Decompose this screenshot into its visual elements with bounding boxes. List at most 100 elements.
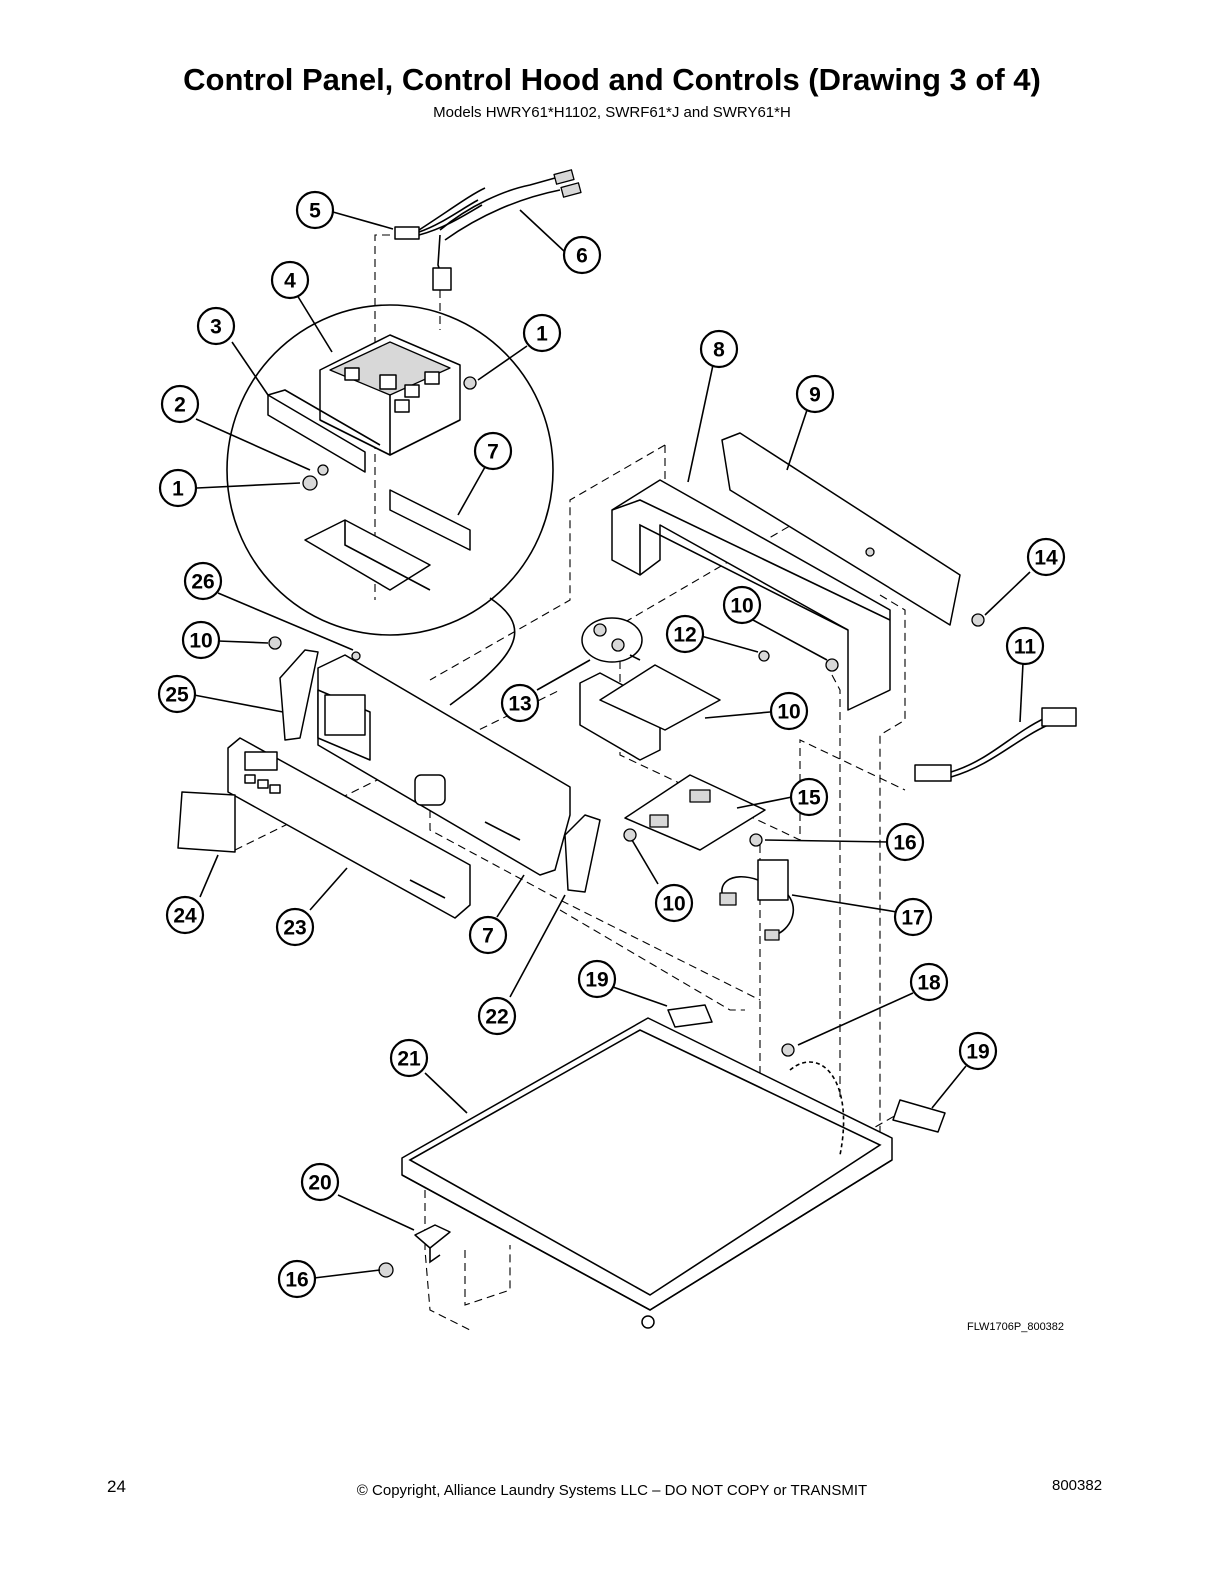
callout-4: 4 [270, 260, 310, 300]
callout-16: 16 [885, 822, 925, 862]
callout-number: 18 [917, 972, 941, 995]
callout-number: 3 [210, 316, 222, 339]
callout-9: 9 [795, 374, 835, 414]
callout-circle [165, 895, 205, 935]
callout-circle [158, 468, 198, 508]
callout-18: 18 [909, 962, 949, 1002]
callout-number: 12 [673, 624, 696, 647]
callout-number: 24 [173, 905, 197, 928]
page-subtitle: Models HWRY61*H1102, SWRF61*J and SWRY61… [433, 104, 791, 121]
callout-10: 10 [181, 620, 221, 660]
callout-circle [270, 260, 310, 300]
callout-number: 16 [285, 1269, 308, 1292]
callout-12: 12 [665, 614, 705, 654]
callout-number: 7 [487, 441, 499, 464]
control-panel-overlay [227, 737, 471, 919]
end-cap-right [564, 814, 601, 893]
callout-23: 23 [275, 907, 315, 947]
detail-screws [302, 376, 477, 491]
callout-2: 2 [160, 384, 200, 424]
callout-number: 1 [172, 478, 184, 501]
callout-number: 10 [189, 630, 212, 653]
callout-circle [665, 614, 705, 654]
callout-circle [300, 1162, 340, 1202]
callout-24: 24 [165, 895, 205, 935]
document-number: 800382 [1052, 1477, 1103, 1494]
transformer [719, 859, 794, 941]
callout-number: 11 [1014, 636, 1037, 659]
callout-number: 20 [308, 1172, 331, 1195]
callout-circle [160, 384, 200, 424]
screws [268, 613, 985, 1278]
control-hood [611, 479, 891, 711]
callout-circle [562, 235, 602, 275]
callout-number: 22 [485, 1006, 508, 1029]
selector-switch [581, 617, 643, 663]
callout-number: 1 [536, 323, 548, 346]
callout-number: 10 [730, 595, 753, 618]
callout-circle [295, 190, 335, 230]
callout-number: 10 [777, 701, 800, 724]
callout-19: 19 [958, 1031, 998, 1071]
callout-5: 5 [295, 190, 335, 230]
callout-circle [275, 907, 315, 947]
callout-circle [1026, 537, 1066, 577]
callout-3: 3 [196, 306, 236, 346]
callout-circle [468, 915, 508, 955]
callout-10: 10 [722, 585, 762, 625]
callout-number: 5 [309, 200, 321, 223]
callout-circle [183, 561, 223, 601]
bracket-7-detail [304, 489, 471, 591]
callout-circle [522, 313, 562, 353]
callout-circle [909, 962, 949, 1002]
callout-7: 7 [473, 431, 513, 471]
callout-circle [477, 996, 517, 1036]
callout-8: 8 [699, 329, 739, 369]
callout-26: 26 [183, 561, 223, 601]
callout-16: 16 [277, 1259, 317, 1299]
callout-circle [958, 1031, 998, 1071]
callout-leaders [193, 209, 1031, 1279]
callout-circle [389, 1038, 429, 1078]
callout-number: 14 [1034, 547, 1058, 570]
callout-circle [157, 674, 197, 714]
label-19 [667, 1004, 946, 1133]
control-console-panel [317, 651, 571, 876]
callout-circle [795, 374, 835, 414]
callout-10: 10 [769, 691, 809, 731]
callout-circle [196, 306, 236, 346]
callout-number: 2 [174, 394, 186, 417]
callout-number: 19 [585, 969, 608, 992]
callout-10: 10 [654, 883, 694, 923]
callout-15: 15 [789, 777, 829, 817]
callout-circle [181, 620, 221, 660]
callout-number: 15 [797, 787, 821, 810]
callout-number: 6 [576, 245, 588, 268]
callout-number: 17 [901, 907, 924, 930]
end-cap-left [279, 649, 319, 741]
detail-circle [226, 304, 554, 706]
hinge-bracket [414, 1224, 451, 1264]
callout-circle [1005, 626, 1045, 666]
callout-22: 22 [477, 996, 517, 1036]
callout-13: 13 [500, 683, 540, 723]
callout-circle [789, 777, 829, 817]
callout-number: 25 [165, 684, 189, 707]
callout-number: 7 [482, 925, 494, 948]
callout-number: 26 [191, 571, 214, 594]
cabinet-top [401, 1017, 893, 1329]
callout-25: 25 [157, 674, 197, 714]
callout-21: 21 [389, 1038, 429, 1078]
callout-number: 16 [893, 832, 916, 855]
control-board [319, 334, 461, 456]
callout-number: 10 [662, 893, 685, 916]
callout-number: 8 [713, 339, 725, 362]
callout-circle [699, 329, 739, 369]
callout-11: 11 [1005, 626, 1045, 666]
callout-20: 20 [300, 1162, 340, 1202]
callout-1: 1 [158, 468, 198, 508]
callout-circle [722, 585, 762, 625]
board-bracket [579, 664, 721, 761]
